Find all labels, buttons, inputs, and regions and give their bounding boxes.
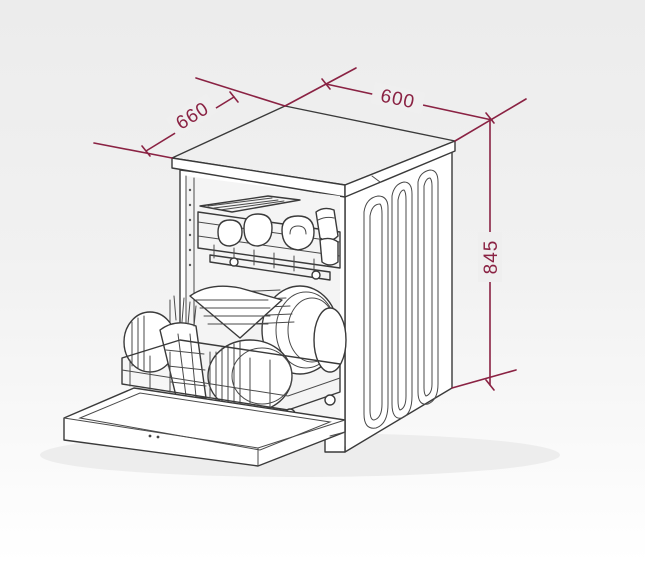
dimension-width-line (284, 67, 357, 107)
dimension-lines (93, 67, 527, 391)
upper-rack (197, 195, 341, 281)
dishwasher (63, 105, 456, 467)
dimension-depth-line (93, 142, 173, 159)
lower-rack (121, 285, 347, 420)
side-panel-ribs (363, 169, 439, 429)
interior-rail-dots (188, 188, 192, 267)
dimension-height-label: 845 (481, 240, 502, 275)
